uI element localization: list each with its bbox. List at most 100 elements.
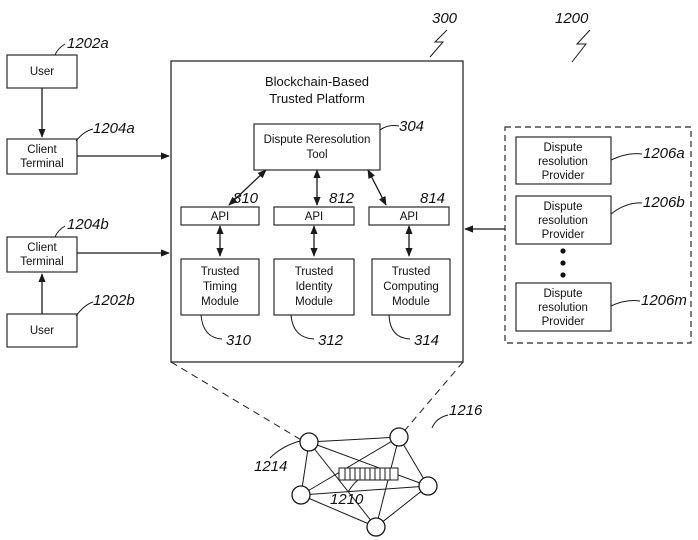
ellipsis-dot <box>560 260 566 266</box>
network-edge <box>308 436 400 443</box>
network-node <box>366 517 386 537</box>
zoom-line-left <box>170 361 304 442</box>
network-node <box>418 476 438 496</box>
user-box-top <box>6 54 78 89</box>
user-label-top: User <box>30 66 54 78</box>
provider-a-line1: Dispute <box>544 142 583 154</box>
computing-module-line1: Trusted <box>392 266 431 278</box>
arrow-tool-api-810 <box>228 169 267 206</box>
computing-module-ref: 314 <box>414 332 439 349</box>
platform-ref-label: 300 <box>432 10 458 27</box>
provider-leader-b <box>610 202 643 215</box>
network-node <box>291 485 311 505</box>
api-label-810: API <box>211 211 230 223</box>
timing-module-line3: Module <box>201 296 239 308</box>
network-edge <box>300 485 429 496</box>
provider-b-line3: Provider <box>542 229 585 241</box>
timing-module-ref: 310 <box>226 332 252 349</box>
timing-module-line1: Trusted <box>201 266 240 278</box>
ledger-ref-label: 1210 <box>330 491 364 508</box>
identity-module-leader <box>290 314 315 340</box>
client-leader-top <box>75 128 94 142</box>
api-box-812 <box>273 206 355 226</box>
provider-box-m <box>515 282 612 332</box>
network-edge <box>300 494 377 528</box>
platform-ref-leader <box>429 29 448 58</box>
client-top-line1: Client <box>27 144 57 156</box>
ledger-rect <box>338 467 399 481</box>
client-top-line2: Terminal <box>20 158 63 170</box>
provider-leader-m <box>610 300 641 307</box>
timing-module-leader <box>200 314 223 340</box>
provider-box-a <box>515 136 612 185</box>
api-ref-814: 814 <box>420 190 445 207</box>
computing-module-leader <box>388 314 411 340</box>
providers-group-frame <box>504 126 692 344</box>
identity-module-line1: Trusted <box>295 266 334 278</box>
api-label-812: API <box>305 211 324 223</box>
api-ref-810: 810 <box>233 190 259 207</box>
client-bottom-line2: Terminal <box>20 256 63 268</box>
node-ref-leader <box>269 440 301 459</box>
network-edge <box>300 436 400 496</box>
ledger-ref-leader <box>347 479 359 493</box>
dispute-tool-box <box>253 123 381 171</box>
network-node <box>389 427 409 447</box>
api-ref-812: 812 <box>329 190 355 207</box>
node-ref-label: 1214 <box>254 458 287 475</box>
api-box-810 <box>180 206 260 226</box>
platform-title-line1: Blockchain-Based <box>265 74 369 89</box>
dispute-tool-ref: 304 <box>399 118 424 135</box>
dispute-tool-leader <box>379 125 400 131</box>
client-ref-top: 1204a <box>93 120 135 137</box>
dispute-tool-line2: Tool <box>306 149 327 161</box>
computing-module-box <box>371 258 451 316</box>
network-edge <box>308 441 429 487</box>
figure-number-leader <box>571 29 591 63</box>
user-label-bottom: User <box>30 325 54 337</box>
ellipsis-dot <box>560 248 566 254</box>
zoom-line-right <box>399 361 464 437</box>
client-ref-bottom: 1204b <box>67 216 109 233</box>
provider-b-line2: resolution <box>538 215 588 227</box>
provider-ref-a: 1206a <box>643 145 685 162</box>
arrow-tool-api-814 <box>367 169 387 206</box>
timing-module-box <box>180 258 260 316</box>
identity-module-line3: Module <box>295 296 333 308</box>
provider-b-line1: Dispute <box>544 201 583 213</box>
client-bottom-line1: Client <box>27 242 57 254</box>
network-ref-label: 1216 <box>449 402 483 419</box>
provider-ref-m: 1206m <box>641 292 687 309</box>
user-leader-bottom <box>75 301 94 317</box>
api-label-814: API <box>400 211 419 223</box>
identity-module-box <box>273 258 355 316</box>
network-edge <box>375 485 429 528</box>
user-leader-top <box>54 43 66 56</box>
provider-box-b <box>515 195 612 245</box>
provider-m-line3: Provider <box>542 316 585 328</box>
client-box-bottom <box>6 236 78 273</box>
ellipsis-dot <box>560 272 566 278</box>
user-ref-top: 1202a <box>67 35 109 52</box>
network-edge <box>375 436 400 528</box>
provider-leader-a <box>610 153 643 161</box>
network-edge <box>308 441 377 528</box>
ledger-stripes <box>344 468 391 480</box>
computing-module-line3: Module <box>392 296 430 308</box>
computing-module-line2: Computing <box>383 281 439 293</box>
user-ref-bottom: 1202b <box>93 292 135 309</box>
ledger-block <box>338 467 399 481</box>
provider-a-line2: resolution <box>538 156 588 168</box>
client-box-top <box>6 138 78 175</box>
network-node <box>299 432 319 452</box>
blockchain-network <box>291 427 438 537</box>
network-ref-leader <box>431 414 449 429</box>
api-box-814 <box>368 206 450 226</box>
figure-number-label: 1200 <box>555 10 589 27</box>
identity-module-line2: Identity <box>295 281 332 293</box>
provider-m-line1: Dispute <box>544 288 583 300</box>
client-leader-bottom <box>54 225 66 238</box>
provider-m-line2: resolution <box>538 302 588 314</box>
provider-a-line3: Provider <box>542 170 585 182</box>
